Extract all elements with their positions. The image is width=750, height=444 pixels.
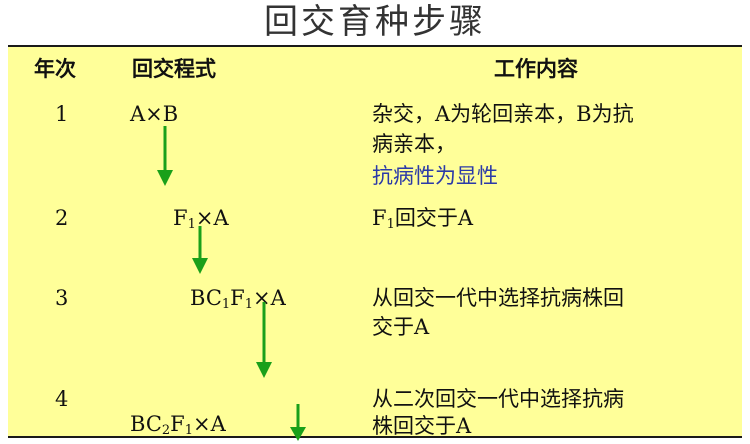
row4-formula: BC2F1×A [130, 412, 226, 438]
arrow-down-icon [256, 302, 272, 378]
arrow-down-icon [192, 226, 208, 274]
arrow-down-icon [157, 126, 173, 186]
row1-note: 抗病性为显性 [372, 164, 498, 188]
row4-year: 4 [55, 387, 69, 411]
row2-year: 2 [55, 206, 69, 230]
row3-work-line2: 交于A [372, 315, 430, 339]
page-title: 回交育种步骤 [264, 2, 486, 42]
row3-year: 3 [55, 286, 69, 310]
row3-formula: BC1F1×A [190, 286, 286, 312]
row4-work-line2: 株回交于A [372, 414, 472, 438]
row2-work: F1回交于A [372, 206, 474, 232]
title-divider [8, 45, 742, 47]
row1-year: 1 [55, 102, 69, 126]
bottom-divider [8, 436, 742, 438]
row4-work-line1: 从二次回交一代中选择抗病 [372, 387, 624, 411]
row1-work-line2: 病亲本， [372, 132, 456, 156]
row1-formula: A×B [130, 102, 179, 126]
content-panel [8, 47, 742, 437]
row3-work-line1: 从回交一代中选择抗病株回 [372, 286, 624, 310]
row1-work-line1: 杂交，A为轮回亲本，B为抗 [372, 102, 634, 126]
header-formula: 回交程式 [132, 56, 216, 81]
arrow-down-icon [290, 404, 306, 441]
header-work: 工作内容 [494, 56, 578, 81]
header-year: 年次 [34, 56, 76, 81]
